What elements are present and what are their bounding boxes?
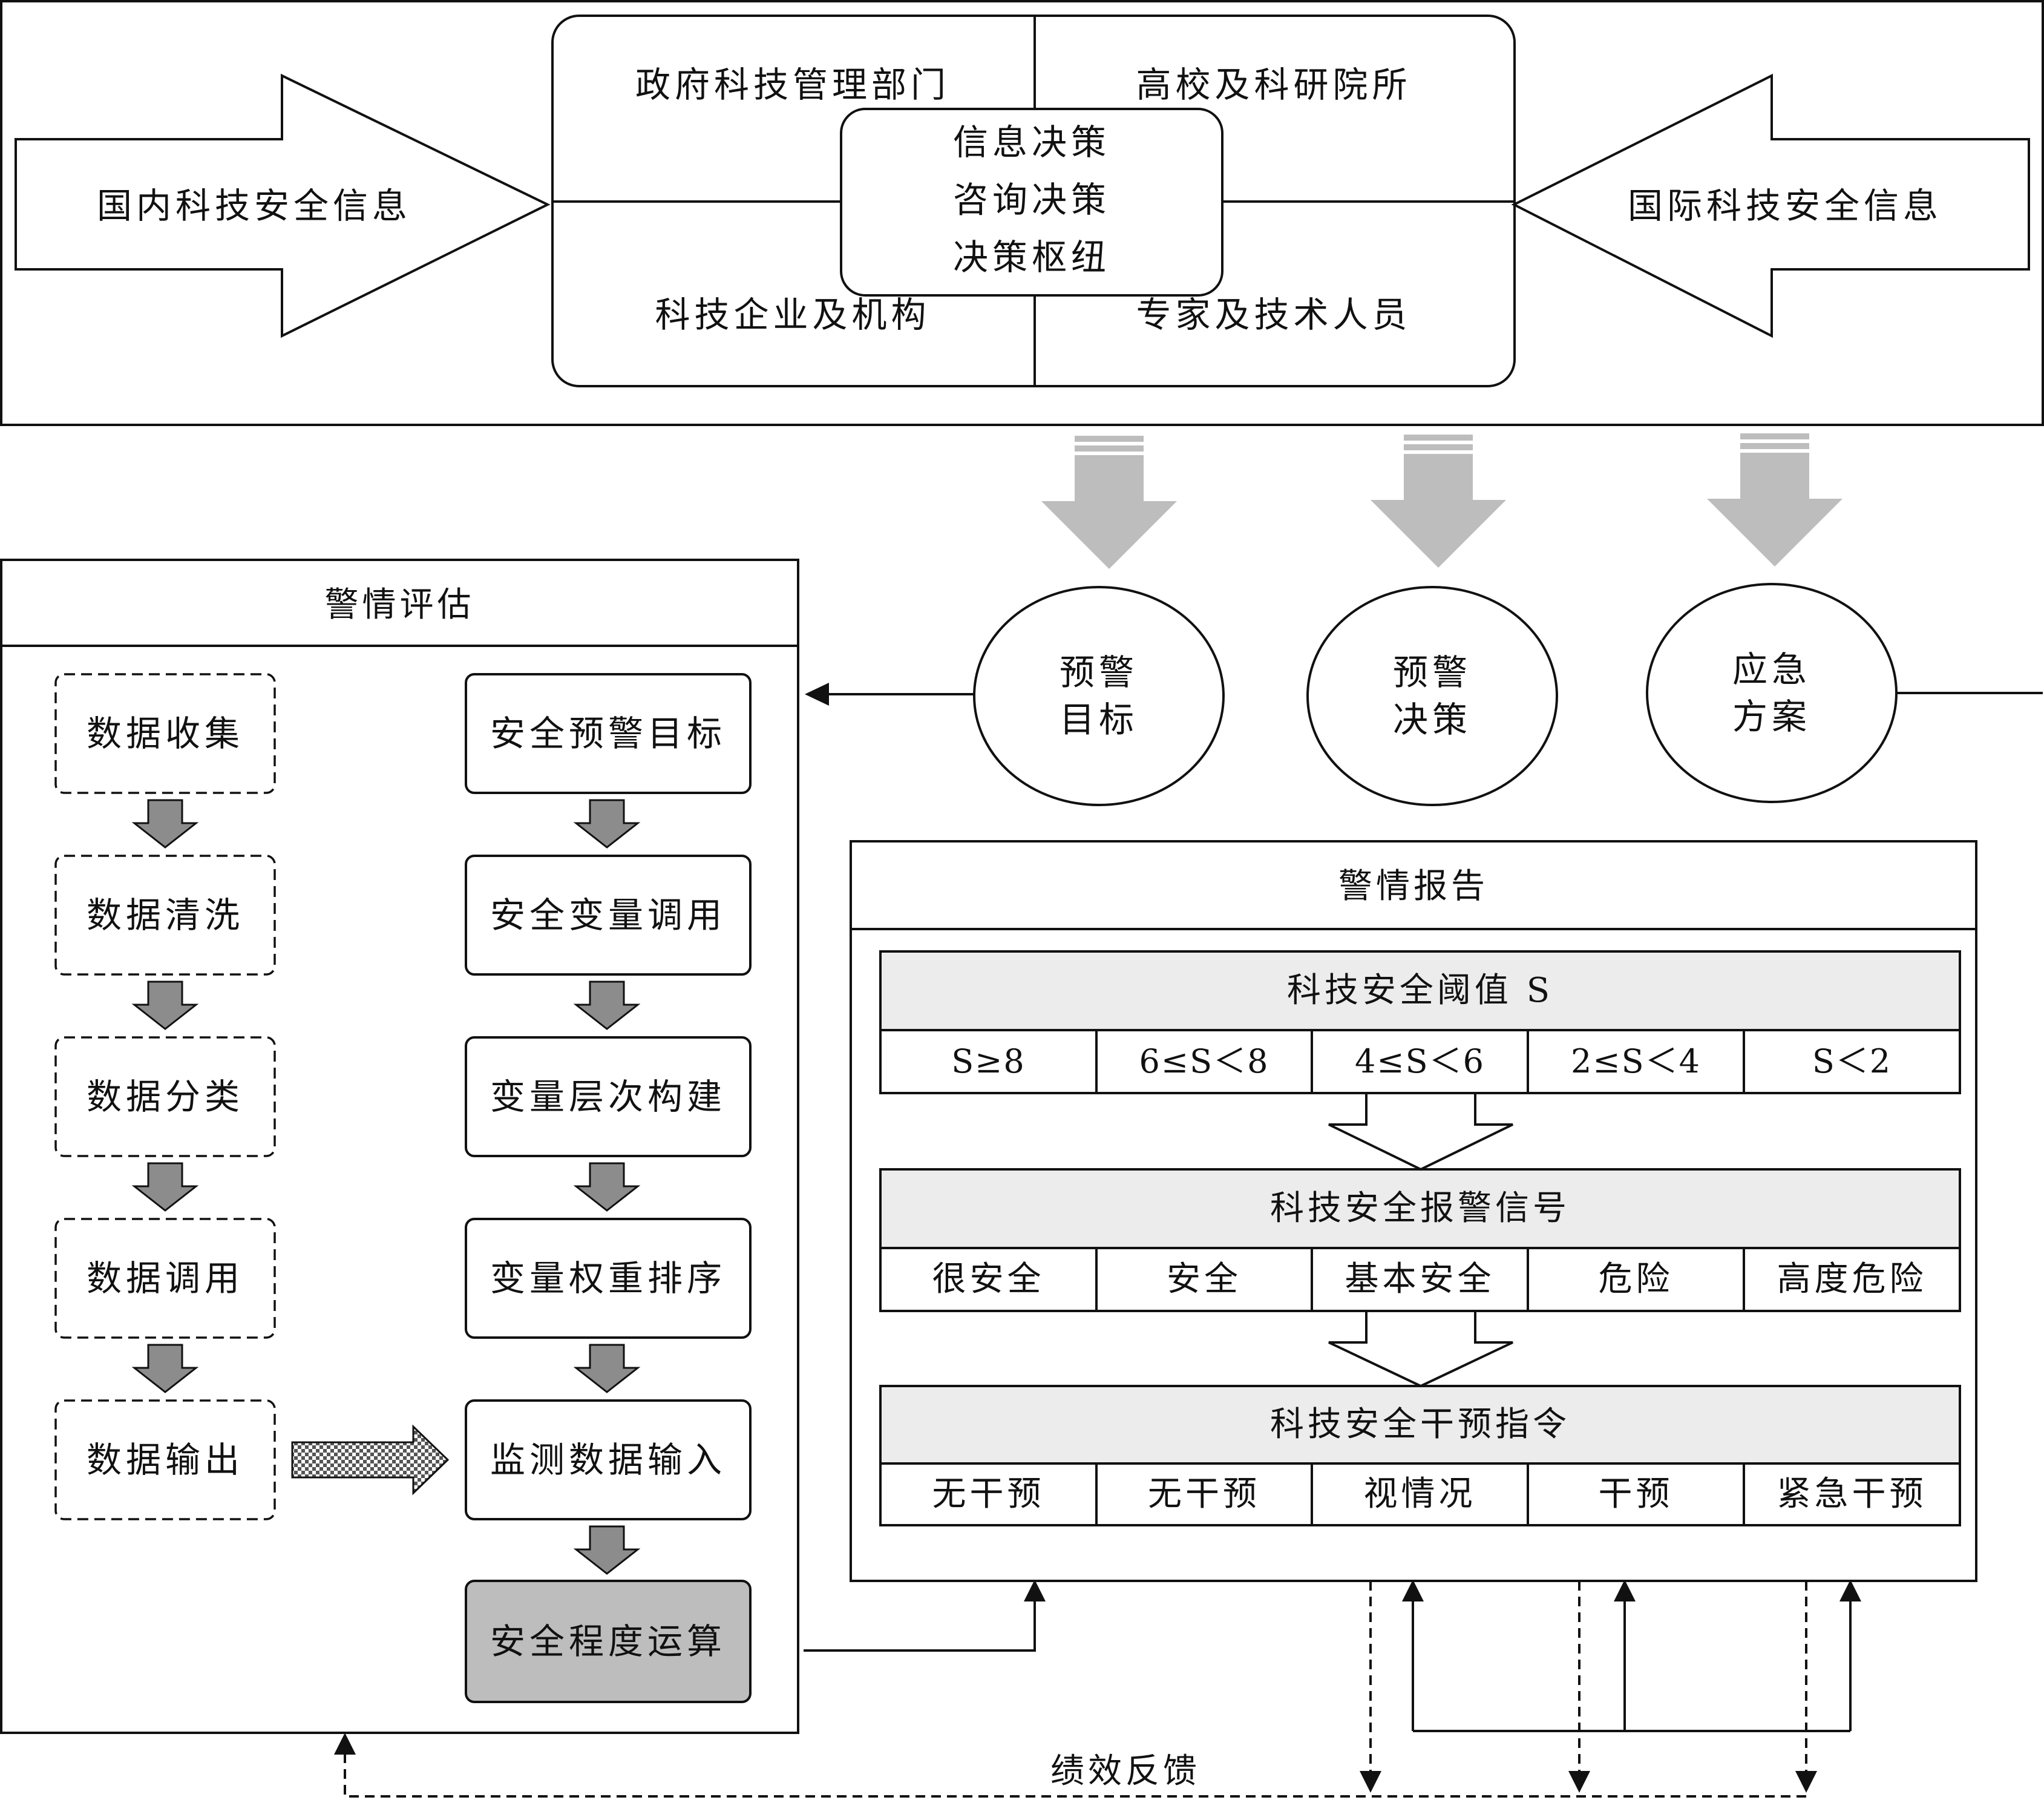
top-panel: [0, 0, 2044, 426]
circle-line: 预警: [1059, 651, 1138, 693]
step-arrow: [573, 1344, 641, 1393]
circle-warning-decision: [1306, 586, 1558, 806]
left-step-1: 数据收集: [86, 712, 244, 754]
right-step-1: 安全预警目标: [490, 712, 726, 754]
step-box: [465, 1036, 752, 1157]
assessment-panel: [0, 559, 799, 1734]
step-arrow: [573, 1525, 641, 1575]
left-step-4: 数据调用: [86, 1257, 244, 1299]
domestic-info-label: 国内科技安全信息: [96, 185, 411, 226]
quadrant-enterprises: 科技企业及机构: [655, 294, 931, 335]
step-arrow: [131, 1162, 199, 1212]
report-title: 警情报告: [1338, 867, 1489, 907]
threshold-cell: S≥8: [951, 1042, 1026, 1080]
center-line-1: 信息决策: [952, 121, 1110, 163]
decision-hub-box: [840, 108, 1223, 297]
international-info-label: 国际科技安全信息: [1627, 185, 1942, 226]
intervention-title: 科技安全干预指令: [1270, 1405, 1570, 1445]
center-line-2: 咨询决策: [952, 179, 1110, 220]
right-step-5: 监测数据输入: [490, 1439, 726, 1480]
center-line-3: 决策枢纽: [952, 236, 1110, 278]
quadrant-experts: 专家及技术人员: [1136, 294, 1412, 335]
left-step-2: 数据清洗: [86, 894, 244, 936]
signal-title: 科技安全报警信号: [1270, 1189, 1570, 1229]
step-box: [54, 1399, 276, 1520]
feedback-label: 绩效反馈: [1004, 1749, 1246, 1794]
quadrant-government: 政府科技管理部门: [635, 64, 950, 105]
right-step-6: 安全程度运算: [490, 1620, 726, 1662]
threshold-title: 科技安全阈值 S: [1286, 971, 1554, 1011]
circle-line: 方案: [1732, 696, 1811, 737]
step-box: [54, 1036, 276, 1157]
international-info-arrow: [1511, 73, 2030, 338]
intervention-cell: 无干预: [1148, 1474, 1260, 1514]
threshold-cell: S＜2: [1812, 1042, 1892, 1080]
circle-line: 应急: [1732, 648, 1811, 690]
step-arrow: [131, 1344, 199, 1393]
intervention-cell: 干预: [1598, 1474, 1674, 1514]
step-arrow: [131, 799, 199, 849]
right-step-3: 变量层次构建: [490, 1076, 726, 1117]
signal-cell: 高度危险: [1777, 1260, 1927, 1299]
step-box: [465, 673, 752, 794]
signal-cell: 危险: [1598, 1260, 1674, 1299]
signal-cell: 很安全: [932, 1260, 1045, 1299]
result-box: [465, 1580, 752, 1703]
circle-emergency-plan-label: 应急 方案: [1677, 645, 1866, 741]
intervention-cell: 无干预: [932, 1474, 1045, 1514]
step-arrow: [131, 980, 199, 1030]
step-box: [54, 673, 276, 794]
circle-line: 预警: [1392, 651, 1472, 693]
step-box: [54, 1218, 276, 1339]
output-arrow: [291, 1424, 450, 1496]
threshold-cell: 4≤S＜6: [1355, 1042, 1485, 1080]
threshold-cell: 6≤S＜8: [1139, 1042, 1269, 1080]
threshold-cell: 2≤S＜4: [1571, 1042, 1701, 1080]
step-box: [54, 855, 276, 976]
step-arrow: [573, 980, 641, 1030]
quadrant-universities: 高校及科研院所: [1136, 64, 1412, 105]
hollow-down-arrow: [1328, 1092, 1513, 1171]
intervention-cell: 紧急干预: [1777, 1474, 1927, 1514]
circle-line: 目标: [1059, 699, 1138, 740]
step-box: [465, 1399, 752, 1520]
right-step-4: 变量权重排序: [490, 1257, 726, 1299]
domestic-info-arrow: [15, 73, 551, 338]
intervention-cell: 视情况: [1363, 1474, 1476, 1514]
left-step-5: 数据输出: [86, 1439, 244, 1480]
hollow-down-arrow: [1328, 1310, 1513, 1388]
right-step-2: 安全变量调用: [490, 894, 726, 936]
step-box: [465, 855, 752, 976]
circle-warning-decision-label: 预警 决策: [1338, 648, 1527, 744]
circle-warning-target: [973, 586, 1225, 806]
grey-down-arrow: [1371, 435, 1506, 568]
grey-down-arrow: [1707, 433, 1843, 567]
signal-cell: 安全: [1167, 1260, 1242, 1299]
grey-down-arrow: [1041, 436, 1177, 569]
step-arrow: [573, 1162, 641, 1212]
signal-cell: 基本安全: [1345, 1260, 1495, 1299]
circle-line: 决策: [1392, 699, 1472, 740]
circle-warning-target-label: 预警 目标: [1004, 648, 1193, 744]
step-arrow: [573, 799, 641, 849]
left-step-3: 数据分类: [86, 1076, 244, 1117]
step-box: [465, 1218, 752, 1339]
assessment-title: 警情评估: [324, 585, 475, 625]
